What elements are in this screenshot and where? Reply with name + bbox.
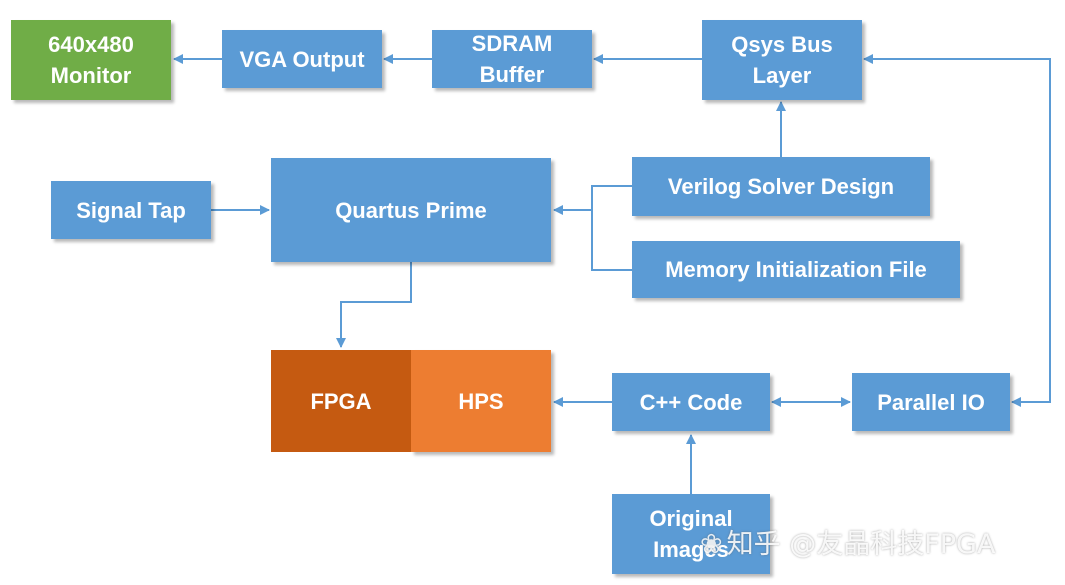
signal-tap-label: Signal Tap bbox=[76, 197, 186, 223]
fpga-label: FPGA bbox=[310, 388, 372, 414]
paw-icon: ❀ bbox=[700, 529, 723, 560]
parallel-io-box: Parallel IO bbox=[852, 373, 1010, 431]
arrow-parallel-qsys-bidirectional bbox=[863, 54, 1051, 407]
memory-init-label: Memory Initialization File bbox=[665, 257, 927, 282]
arrow-quartus-to-fpga bbox=[336, 262, 412, 348]
parallel-io-label: Parallel IO bbox=[877, 389, 985, 415]
quartus-prime-label: Quartus Prime bbox=[335, 197, 487, 223]
original-images-box: Original Images bbox=[612, 494, 770, 574]
watermark-text: 知乎 @友晶科技FPGA bbox=[726, 529, 996, 560]
monitor-label: 640x480 Monitor bbox=[48, 32, 134, 88]
hps-box: HPS bbox=[411, 350, 551, 452]
watermark: ❀知乎 @友晶科技FPGA bbox=[700, 522, 995, 561]
sdram-buffer-label: SDRAM Buffer bbox=[471, 31, 553, 87]
qsys-bus-layer-box: Qsys Bus Layer bbox=[702, 20, 862, 100]
memory-init-box: Memory Initialization File bbox=[632, 241, 960, 298]
monitor-box: 640x480 Monitor bbox=[11, 20, 171, 100]
cpp-code-box: C++ Code bbox=[612, 373, 770, 431]
vga-output-label: VGA Output bbox=[239, 46, 365, 72]
verilog-solver-box: Verilog Solver Design bbox=[632, 157, 930, 216]
cpp-code-label: C++ Code bbox=[639, 389, 743, 415]
hps-label: HPS bbox=[458, 388, 504, 414]
qsys-bus-layer-label: Qsys Bus Layer bbox=[731, 32, 833, 88]
quartus-prime-box: Quartus Prime bbox=[271, 158, 551, 262]
sdram-buffer-box: SDRAM Buffer bbox=[432, 30, 592, 88]
connector-verilog-branch bbox=[591, 185, 632, 271]
vga-output-box: VGA Output bbox=[222, 30, 382, 88]
fpga-box: FPGA bbox=[271, 350, 411, 452]
signal-tap-box: Signal Tap bbox=[51, 181, 211, 239]
original-images-label: Original Images bbox=[649, 506, 733, 562]
verilog-solver-label: Verilog Solver Design bbox=[667, 174, 895, 199]
